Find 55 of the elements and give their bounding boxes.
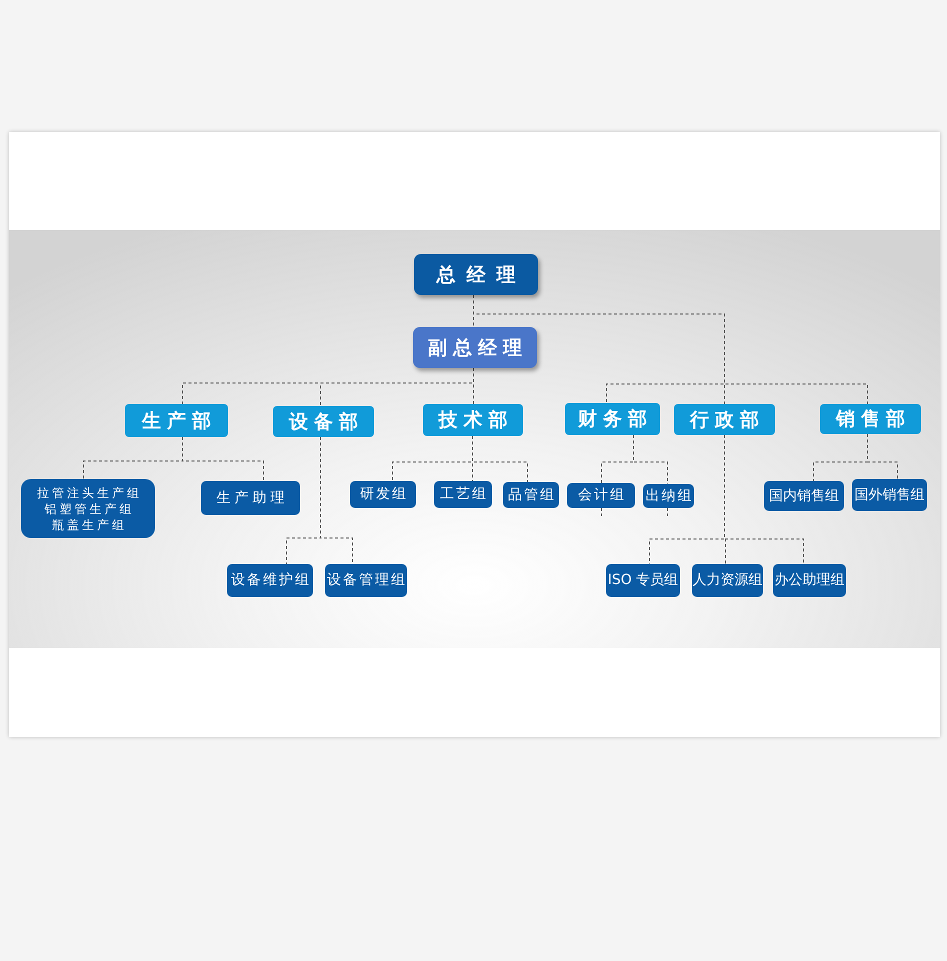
department-name: 生产部 <box>142 410 217 432</box>
team-box <box>567 483 635 508</box>
department-box <box>565 403 660 435</box>
connector-line <box>724 434 804 564</box>
team-name: 设备管理组 <box>327 572 407 589</box>
connector-line <box>473 368 474 404</box>
team-name: 人力资源组 <box>692 572 762 589</box>
manager-box <box>413 327 537 368</box>
manager-box <box>414 254 538 295</box>
team-box <box>350 481 416 508</box>
team-box <box>325 564 407 597</box>
team-box <box>852 479 927 511</box>
team-box <box>21 479 155 538</box>
team-name: 会计组 <box>578 487 626 504</box>
team-name: 拉管注头生产组 <box>37 484 142 500</box>
connector-line <box>182 436 264 482</box>
team-name: 品管组 <box>508 486 556 504</box>
team-name: 国外销售组 <box>854 486 924 504</box>
team-name: 国内销售组 <box>769 488 839 504</box>
connector-line <box>633 434 668 484</box>
team-name: 工艺组 <box>440 486 488 503</box>
team-box <box>643 484 694 508</box>
connector-line <box>667 508 668 516</box>
team-name: 设备维护组 <box>231 572 311 589</box>
department-name: 技术部 <box>438 409 514 431</box>
team-box <box>434 481 492 508</box>
department-name: 销售部 <box>836 408 911 430</box>
team-box <box>692 564 763 597</box>
department-box <box>820 404 921 434</box>
department-box <box>674 404 775 435</box>
team-box <box>503 482 559 508</box>
team-box <box>764 481 844 511</box>
department-name: 设备部 <box>289 410 364 432</box>
team-box <box>606 564 680 597</box>
team-name: 生产助理 <box>216 490 288 506</box>
team-box <box>773 564 846 597</box>
team-box <box>201 481 300 515</box>
team-name: 办公助理组 <box>774 572 844 589</box>
team-name: ISO 专员组 <box>608 572 678 589</box>
team-name: 铝塑管生产组 <box>44 500 134 516</box>
position-title: 副总经理 <box>428 336 528 358</box>
department-box <box>423 404 523 436</box>
team-name: 研发组 <box>360 486 408 503</box>
team-name: 出纳组 <box>646 488 694 504</box>
connector-line <box>320 436 353 564</box>
connector-line <box>867 434 898 480</box>
team-box <box>227 564 313 597</box>
team-name: 瓶盖生产组 <box>52 516 127 532</box>
department-box <box>273 406 374 437</box>
department-name: 财务部 <box>578 408 653 430</box>
connector-line <box>472 436 528 482</box>
department-box <box>125 404 228 437</box>
department-name: 行政部 <box>690 408 765 430</box>
connector-line <box>601 508 602 516</box>
position-title: 总经理 <box>436 264 526 286</box>
